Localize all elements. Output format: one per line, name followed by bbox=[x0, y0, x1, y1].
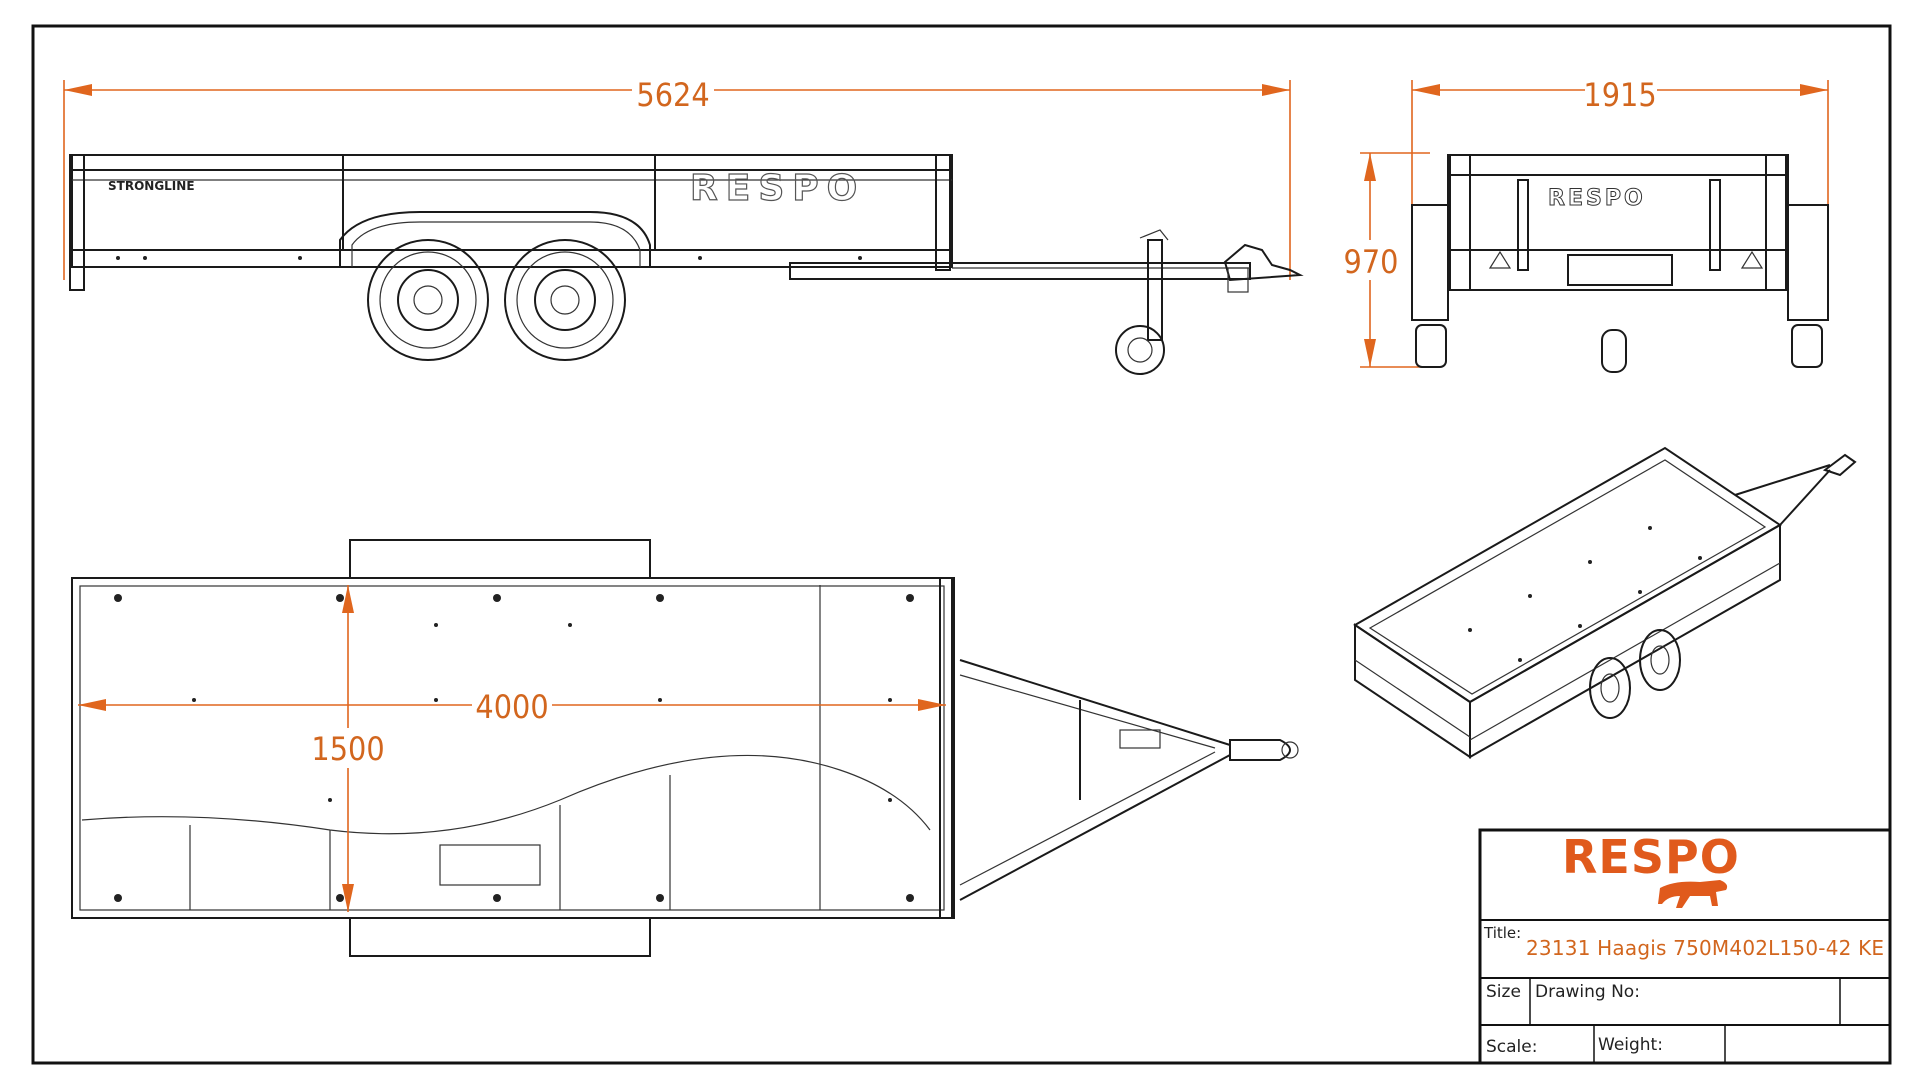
side-view: 5624 STRONGLINE RESPO bbox=[63, 70, 1304, 375]
sheet-border bbox=[31, 24, 1892, 1065]
title-block bbox=[1478, 828, 1892, 1065]
dimension-box-length: 4000 bbox=[475, 688, 548, 726]
title-label: Title: bbox=[1484, 924, 1522, 942]
title-block-brand: RESPO bbox=[1562, 830, 1740, 884]
dimension-box-width: 1500 bbox=[311, 730, 384, 768]
dimension-overall-width: 1915 bbox=[1583, 76, 1656, 114]
size-label: Size bbox=[1486, 982, 1521, 1002]
title-value: 23131 Haagis 750M402L150-42 KE bbox=[1526, 936, 1885, 960]
rear-logo: RESPO bbox=[1548, 186, 1646, 211]
rear-view: 1915 970 RESPO bbox=[1344, 70, 1829, 373]
drawing-no-label: Drawing No: bbox=[1535, 982, 1640, 1002]
side-brand-label: STRONGLINE bbox=[108, 179, 195, 193]
dimension-overall-height: 970 bbox=[1344, 243, 1399, 281]
side-logo-outline: RESPO bbox=[690, 168, 865, 209]
top-view: 4000 1500 bbox=[71, 539, 1299, 957]
dimension-overall-length: 5624 bbox=[636, 76, 709, 114]
scale-label: Scale: bbox=[1486, 1037, 1538, 1057]
respo-bull-logo bbox=[1658, 880, 1728, 908]
isometric-view bbox=[1353, 446, 1857, 759]
weight-label: Weight: bbox=[1598, 1035, 1663, 1055]
